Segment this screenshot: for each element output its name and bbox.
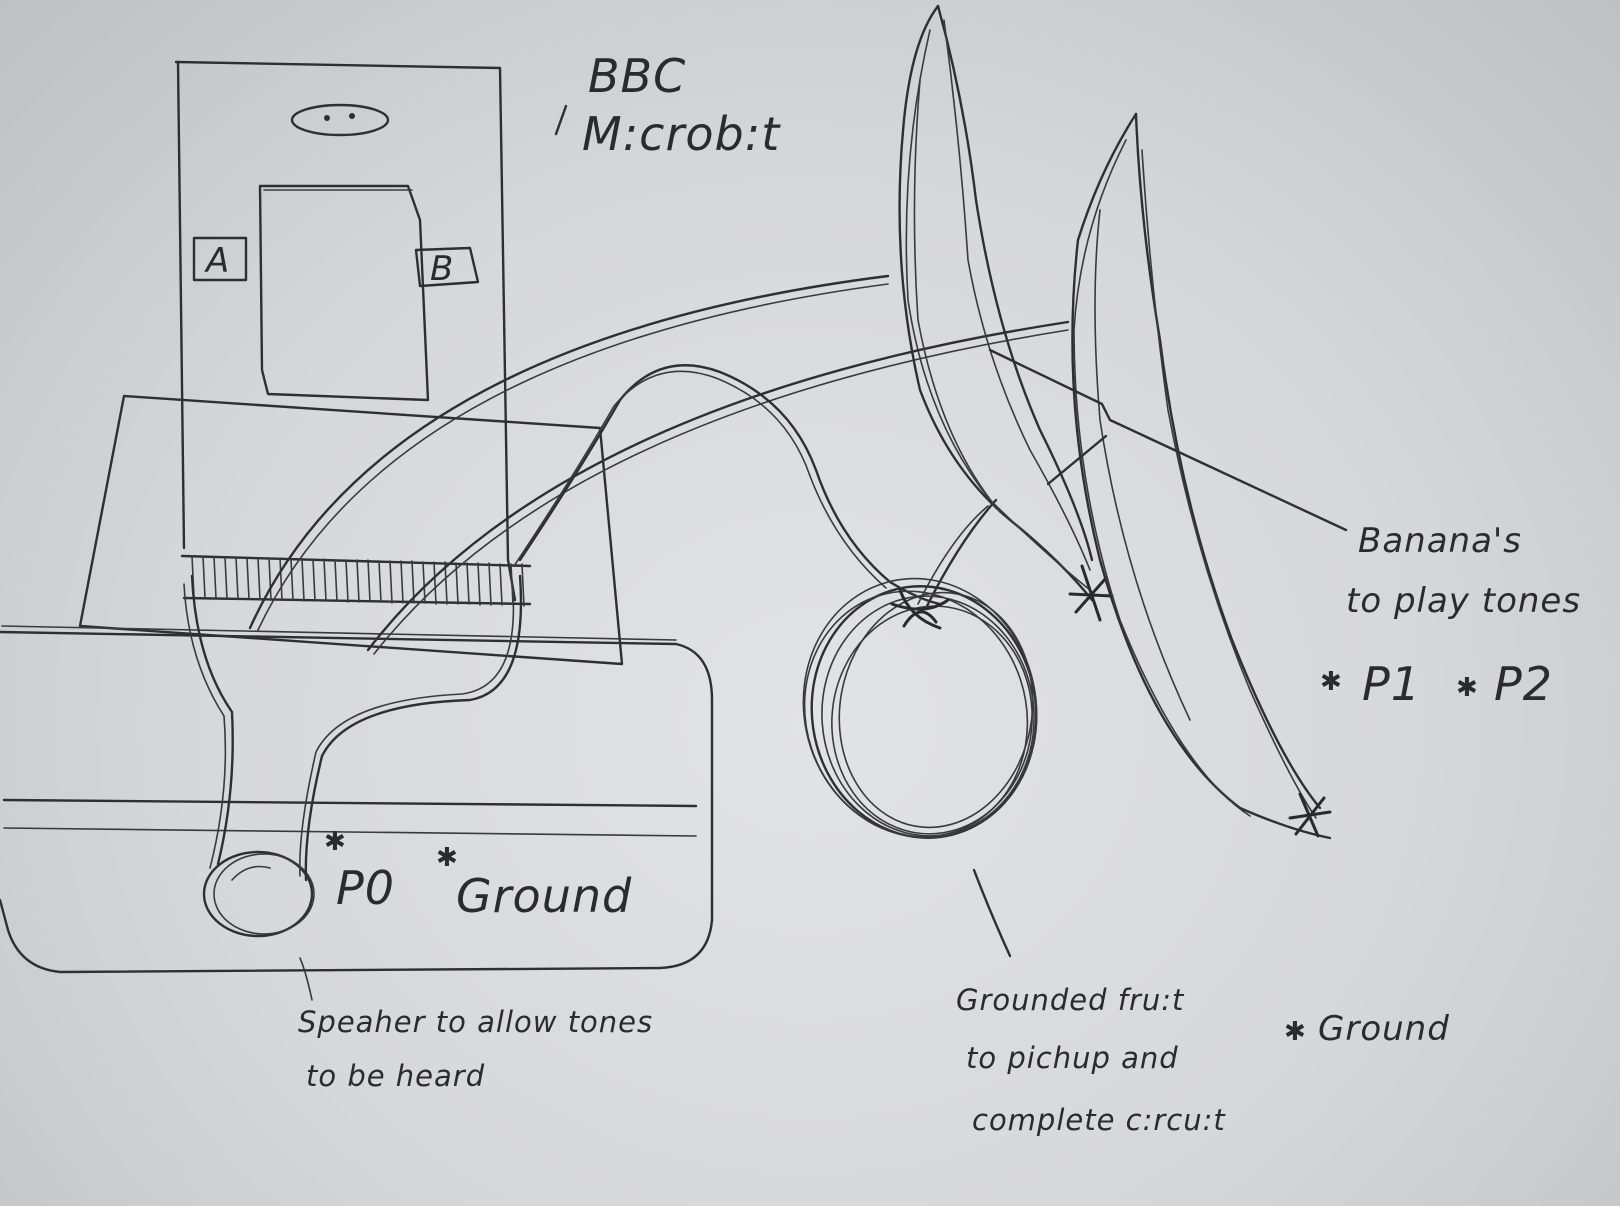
label-bbc: BBC — [588, 49, 686, 103]
star-icon: ✱ — [324, 827, 346, 857]
label-grounded-fruit: Grounded fru:t to pichup and complete c:… — [956, 983, 1450, 1137]
label-bbc-microbit: BBC M:crob:t — [582, 49, 781, 161]
label-grounded-line1: Grounded fru:t — [956, 983, 1185, 1017]
wire-to-banana-1 — [250, 276, 888, 630]
star-icon: ✱ — [1284, 1017, 1306, 1047]
label-speaker-line1: Speaher to allow tones — [298, 1005, 653, 1039]
star-icon: ✱ — [1320, 667, 1342, 697]
label-p1: P1 — [1362, 657, 1421, 711]
label-bananas: Banana's to play tones ✱ P1 ✱ P2 — [1320, 521, 1581, 711]
label-grounded-line3: complete c:rcu:t — [972, 1103, 1226, 1137]
microbit-board — [176, 62, 515, 600]
button-a: A — [194, 238, 246, 281]
label-ground-fruit: Ground — [1318, 1009, 1450, 1049]
speaker-wires — [184, 576, 521, 880]
button-b: B — [416, 248, 478, 289]
grounded-fruit — [773, 557, 1060, 866]
label-grounded-line2: to pichup and — [966, 1041, 1179, 1075]
leader-lines — [556, 106, 1346, 956]
button-b-label: B — [430, 249, 454, 289]
button-a-label: A — [204, 241, 230, 281]
label-p2: P2 — [1494, 657, 1553, 711]
label-p0: P0 — [336, 861, 395, 915]
label-microbit: M:crob:t — [582, 107, 781, 161]
banana-2 — [1072, 114, 1330, 838]
label-ground-board: Ground — [456, 869, 632, 923]
banana-1 — [900, 6, 1112, 620]
label-speaker-line2: to be heard — [306, 1059, 485, 1093]
label-p0-ground: ✱ P0 ✱ Ground — [324, 827, 632, 923]
speaker — [204, 852, 314, 1000]
label-speaker: Speaher to allow tones to be heard — [298, 1005, 653, 1093]
star-icon: ✱ — [436, 843, 458, 873]
label-bananas-line1: Banana's — [1358, 521, 1522, 561]
label-bananas-line2: to play tones — [1346, 581, 1581, 621]
star-icon: ✱ — [1456, 673, 1478, 703]
